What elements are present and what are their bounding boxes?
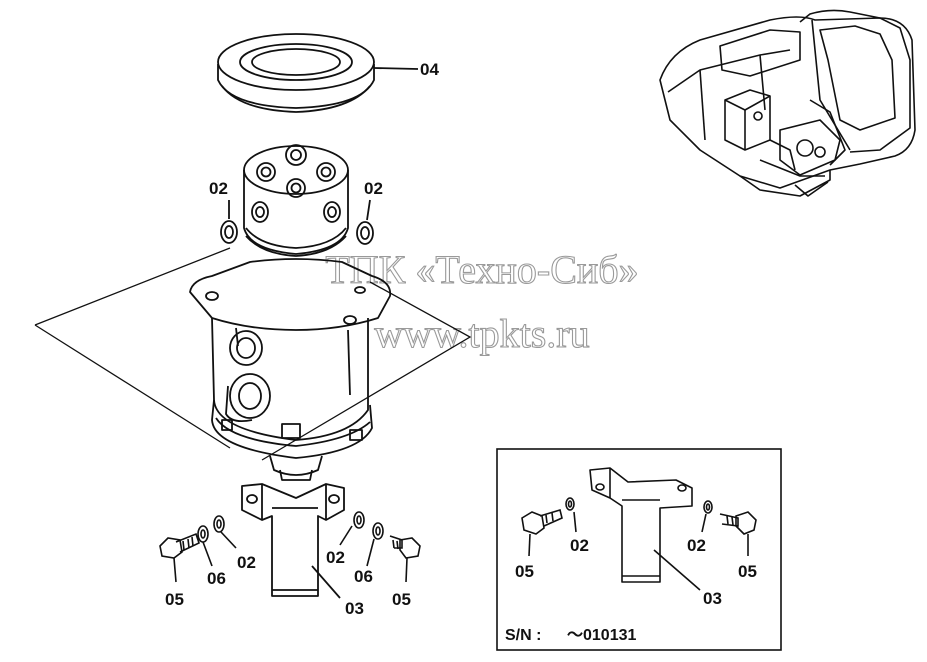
callout-05-right: 05 — [392, 590, 411, 609]
callouts-main: 04 02 02 02 06 05 02 06 05 03 — [165, 60, 439, 618]
o-ring-upper-left — [220, 200, 238, 244]
inset-fastener-left — [521, 497, 577, 557]
fastener-right — [339, 511, 421, 583]
inset-callout-03: 03 — [703, 589, 722, 608]
excavator-thumbnail — [659, 9, 916, 197]
inset-fastener-right — [701, 500, 757, 556]
watermark: ТПК «Техно-Сиб» www.tpkts.ru — [325, 246, 639, 356]
inset-callout-02-right: 02 — [687, 536, 706, 555]
callout-05-left: 05 — [165, 590, 184, 609]
callout-02-right: 02 — [326, 548, 345, 567]
seal-ring — [217, 33, 419, 113]
inset-callout-05-right: 05 — [738, 562, 757, 581]
watermark-company: ТПК «Техно-Сиб» — [325, 247, 638, 292]
o-ring-upper-right — [356, 199, 374, 245]
inset-bracket — [589, 467, 701, 591]
callout-06-right: 06 — [354, 567, 373, 586]
swivel-joint — [189, 144, 392, 481]
inset-callout-05-left: 05 — [515, 562, 534, 581]
inset-callout-02-left: 02 — [570, 536, 589, 555]
callout-04: 04 — [420, 60, 439, 79]
callout-06-left: 06 — [207, 569, 226, 588]
watermark-url: www.tpkts.ru — [374, 311, 589, 356]
callout-02-upper-right: 02 — [364, 179, 383, 198]
bracket-main — [241, 483, 345, 599]
serial-number-value: ～010131 — [567, 627, 636, 644]
serial-inset: 02 05 02 05 03 S/N : ～010131 — [496, 448, 782, 651]
callout-02-left: 02 — [237, 553, 256, 572]
serial-number-label: S/N : — [505, 627, 541, 644]
mounting-plate-outline — [34, 247, 472, 461]
callout-02-upper-left: 02 — [209, 179, 228, 198]
fastener-left — [159, 515, 237, 583]
callout-03-main: 03 — [345, 599, 364, 618]
